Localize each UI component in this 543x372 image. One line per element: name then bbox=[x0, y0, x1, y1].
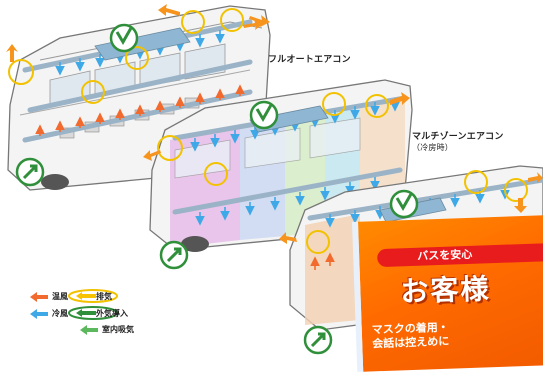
poster-line-2: 会話は控えめに bbox=[372, 334, 450, 351]
legend-exhaust: 排気 bbox=[68, 289, 118, 303]
exhaust-marker bbox=[464, 170, 488, 194]
legend-indoor-label: 室内吸気 bbox=[102, 325, 134, 334]
exhaust-marker bbox=[504, 178, 528, 202]
diagram-stage: フルオートエアコン マルチゾーンエアコン （冷房時） 温風 排気 冷風 外気導入… bbox=[6, 4, 543, 372]
legend-indoor: 室内吸気 bbox=[80, 324, 134, 335]
legend-cool: 冷風 bbox=[30, 308, 68, 319]
legend-intake: 外気導入 bbox=[68, 306, 128, 320]
legend-warm-label: 温風 bbox=[52, 292, 68, 301]
warm-arrow-icon bbox=[30, 291, 48, 302]
exhaust-marker bbox=[181, 10, 205, 34]
legend-exhaust-label: 排気 bbox=[96, 291, 112, 301]
exhaust-marker bbox=[125, 46, 149, 70]
cool-arrow-icon bbox=[30, 308, 48, 319]
exhaust-marker bbox=[220, 8, 244, 32]
exhaust-marker bbox=[322, 92, 346, 116]
exhaust-marker bbox=[81, 80, 105, 104]
exhaust-marker bbox=[157, 135, 183, 161]
full-auto-label: フルオートエアコン bbox=[268, 55, 351, 65]
exhaust-marker bbox=[365, 94, 389, 118]
legend-intake-label: 外気導入 bbox=[96, 308, 128, 318]
poster-headline: お客様 bbox=[399, 272, 492, 309]
exhaust-marker bbox=[204, 162, 228, 186]
multi-zone-sub-label: （冷房時） bbox=[412, 143, 453, 152]
intake-ring-icon bbox=[68, 306, 118, 320]
poster-banner: バスを安心 bbox=[376, 242, 543, 268]
legend-cool-label: 冷風 bbox=[52, 309, 68, 318]
indoor-arrow-icon bbox=[80, 324, 98, 335]
notice-poster: バスを安心 お客様 マスクの着用・ 会話は控えめに bbox=[352, 214, 543, 372]
exhaust-marker bbox=[8, 59, 34, 85]
legend-warm: 温風 bbox=[30, 291, 68, 302]
poster-text: マスクの着用・ 会話は控えめに bbox=[372, 321, 450, 352]
multi-zone-label: マルチゾーンエアコン bbox=[412, 132, 504, 142]
exhaust-marker bbox=[306, 230, 330, 254]
bus-full-auto bbox=[6, 4, 271, 191]
exhaust-ring-icon bbox=[68, 289, 118, 303]
